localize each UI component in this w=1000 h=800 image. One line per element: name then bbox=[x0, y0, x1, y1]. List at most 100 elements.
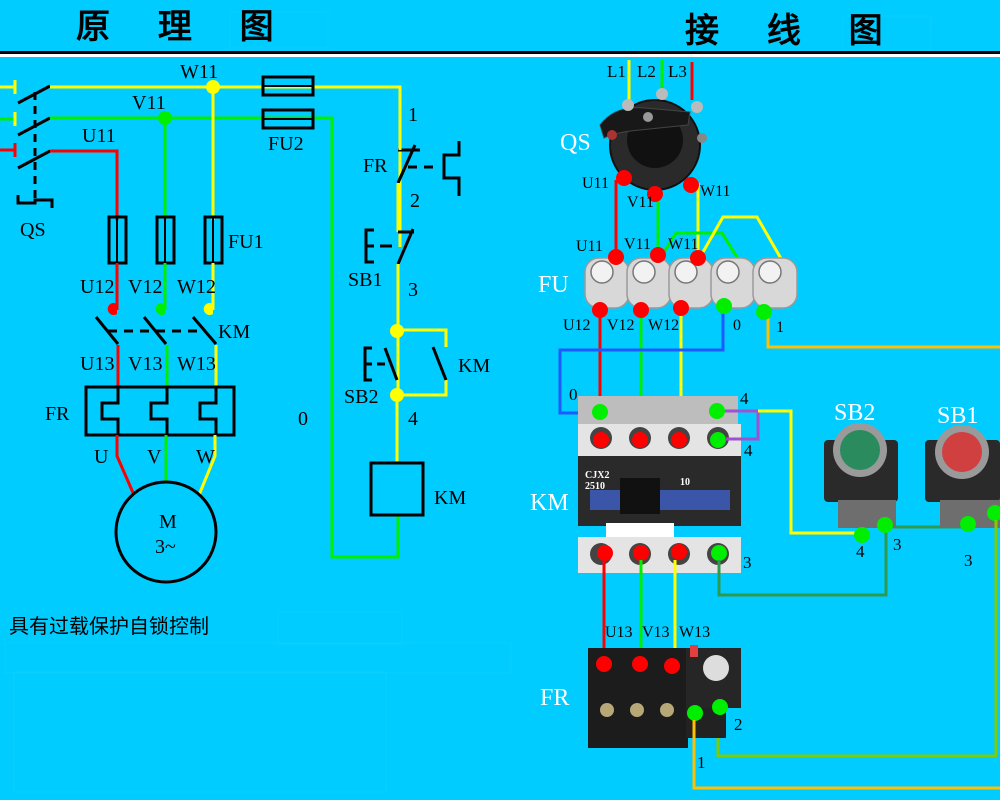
label-w11: W11 bbox=[180, 61, 218, 83]
ghost-box bbox=[277, 611, 403, 645]
sb2-device-label: SB2 bbox=[834, 400, 875, 426]
km-terminal-3 bbox=[711, 545, 727, 561]
km-term-0-label: 0 bbox=[569, 385, 578, 404]
fr-relay-symbol bbox=[84, 385, 236, 437]
km-terminal-4a bbox=[709, 403, 725, 419]
km-main-label: KM bbox=[218, 321, 250, 343]
label-u11: U11 bbox=[82, 125, 116, 147]
sb1-symbol bbox=[364, 228, 415, 265]
ctrl-node-0: 0 bbox=[298, 408, 308, 430]
sb1-terminal-3 bbox=[960, 516, 976, 532]
ctrl-node-1: 1 bbox=[408, 104, 418, 126]
km-contactor bbox=[578, 396, 741, 573]
sb1-terminal-2 bbox=[987, 505, 1000, 521]
km-terminal-0 bbox=[592, 404, 608, 420]
fu-bottom-v12: V12 bbox=[607, 317, 635, 334]
sb2-terminal-3 bbox=[877, 517, 893, 533]
fu-top-v11: V11 bbox=[624, 236, 651, 253]
motor-term-v: V bbox=[147, 446, 162, 468]
motor-label-m: M bbox=[159, 511, 177, 533]
sb1-term-3-label: 3 bbox=[964, 551, 973, 570]
fr-nc-contact bbox=[396, 141, 461, 196]
fu-bottom-u12: U12 bbox=[563, 317, 591, 334]
fu2-label: FU2 bbox=[268, 133, 304, 155]
schematic-title: 原 理 图 bbox=[76, 7, 292, 47]
km-device-label: KM bbox=[530, 490, 569, 516]
ctrl-km-contact-label: KM bbox=[458, 355, 490, 377]
label-v13: V13 bbox=[128, 353, 162, 375]
motor-term-u: U bbox=[94, 446, 109, 468]
fu-bottom-w12: W12 bbox=[648, 317, 679, 334]
supply-l2: L2 bbox=[637, 62, 656, 81]
ctrl-node-3: 3 bbox=[408, 279, 418, 301]
fr-term-2-label: 2 bbox=[734, 715, 743, 734]
supply-l3: L3 bbox=[668, 62, 687, 81]
km-model-code: 10 bbox=[680, 477, 690, 488]
ghost-box bbox=[842, 15, 932, 51]
label-u13: U13 bbox=[80, 353, 114, 375]
sb2-terminal-4 bbox=[854, 527, 870, 543]
qs-term-u11-label: U11 bbox=[582, 175, 609, 192]
sb2-term-4-label: 4 bbox=[856, 542, 865, 561]
ghost-box bbox=[229, 11, 329, 49]
ghost-box bbox=[4, 642, 512, 674]
ctrl-sb1-label: SB1 bbox=[348, 269, 382, 291]
km-model-line2: 2510 bbox=[585, 481, 605, 492]
fr-terminal-2 bbox=[712, 699, 728, 715]
km-coil-symbol bbox=[369, 461, 425, 517]
fu1-label: FU1 bbox=[228, 231, 264, 253]
ctrl-sb2-label: SB2 bbox=[344, 386, 378, 408]
qs-terminal-u11 bbox=[616, 170, 632, 186]
motor-symbol bbox=[114, 480, 218, 584]
km-term-4a-label: 4 bbox=[740, 389, 749, 408]
km-terminal-4b bbox=[710, 432, 726, 448]
qs-terminal-w11 bbox=[683, 177, 699, 193]
km-main-contacts bbox=[94, 316, 218, 345]
header-rule bbox=[0, 51, 1000, 54]
caption: 具有过载保护自锁控制 bbox=[9, 614, 209, 638]
header-rule-white bbox=[0, 54, 1000, 57]
qs-device-label: QS bbox=[560, 130, 591, 156]
qs-rotary-switch bbox=[599, 88, 707, 191]
motor-term-w: W bbox=[196, 446, 215, 468]
km-term-3-label: 3 bbox=[743, 553, 752, 572]
ctrl-fr-label: FR bbox=[363, 155, 388, 177]
qs-term-w11-label: W11 bbox=[700, 183, 731, 200]
label-w12: W12 bbox=[177, 276, 216, 298]
fu-top-u11: U11 bbox=[576, 238, 603, 255]
label-v11: V11 bbox=[132, 92, 166, 114]
fr-top-u13: U13 bbox=[605, 624, 633, 641]
fu-terminal-1 bbox=[756, 304, 772, 320]
fr-top-w13: W13 bbox=[679, 624, 710, 641]
label-w13: W13 bbox=[177, 353, 216, 375]
km-aux-contact bbox=[431, 346, 448, 381]
sb2-pushbutton[interactable] bbox=[824, 423, 898, 528]
wiring-title: 接 线 图 bbox=[685, 11, 901, 51]
qs-term-v11-label: V11 bbox=[627, 194, 654, 211]
sb1-device-label: SB1 bbox=[937, 403, 978, 429]
fr-top-v13: V13 bbox=[642, 624, 670, 641]
fr-label: FR bbox=[45, 403, 70, 425]
ctrl-coil-label: KM bbox=[434, 487, 466, 509]
sb2-term-3-label: 3 bbox=[893, 535, 902, 554]
fu-bottom-1: 1 bbox=[776, 319, 784, 336]
wiring-diagram: L1 L2 L3 QS U11 V11 W11 bbox=[530, 60, 1000, 790]
fu-bottom-0: 0 bbox=[733, 317, 741, 334]
label-v12: V12 bbox=[128, 276, 162, 298]
label-u12: U12 bbox=[80, 276, 114, 298]
supply-l1: L1 bbox=[607, 62, 626, 81]
fr-device-label: FR bbox=[540, 685, 569, 711]
motor-label-phase: 3~ bbox=[155, 536, 176, 558]
fu-fuse-block bbox=[584, 257, 798, 309]
fu-top-w11: W11 bbox=[668, 236, 699, 253]
ctrl-node-4: 4 bbox=[408, 408, 418, 430]
km-model-line1: CJX2 bbox=[585, 470, 609, 481]
qs-switch-symbol bbox=[16, 84, 54, 208]
node-w11 bbox=[206, 80, 220, 94]
fr-terminal-1 bbox=[687, 705, 703, 721]
fr-term-1-label: 1 bbox=[697, 753, 706, 772]
fu-device-label: FU bbox=[538, 272, 569, 298]
schematic: QS W11 V11 U11 FU2 FU1 U12 V12 bbox=[0, 61, 490, 584]
ghost-box bbox=[13, 671, 387, 793]
